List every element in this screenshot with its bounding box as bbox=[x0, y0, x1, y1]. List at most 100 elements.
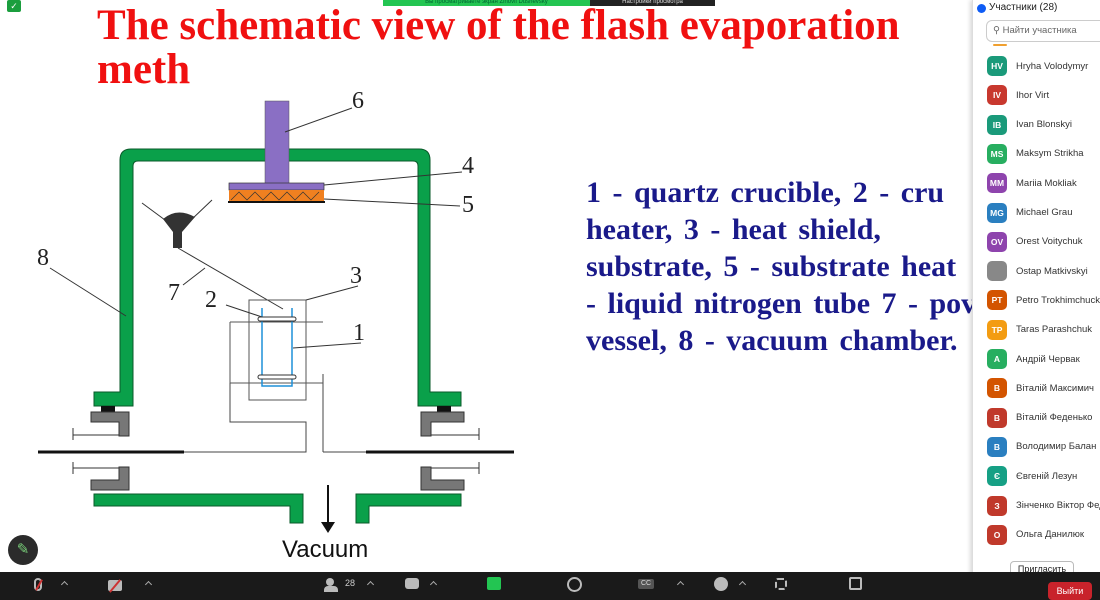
whiteboard-icon[interactable] bbox=[849, 577, 862, 590]
avatar: HV bbox=[987, 56, 1007, 76]
record-icon[interactable] bbox=[567, 577, 582, 592]
label-7: 7 bbox=[168, 280, 180, 306]
share-status: Вы просматриваете экран Zinovii Dushevsk… bbox=[383, 0, 590, 6]
scroll-indicator bbox=[993, 44, 1007, 46]
legend-line: - liquid nitrogen tube 7 - pov bbox=[586, 287, 977, 320]
security-shield-icon[interactable]: ✓ bbox=[7, 0, 21, 12]
participant-name: Віталій Феденько bbox=[1016, 412, 1093, 424]
chat-icon[interactable] bbox=[405, 578, 419, 589]
avatar: В bbox=[987, 378, 1007, 399]
legend-line: 1 - quartz crucible, 2 - cru bbox=[586, 176, 945, 209]
participant-row[interactable]: PT Petro Trokhimchuck bbox=[987, 289, 1100, 311]
label-1: 1 bbox=[353, 320, 365, 346]
participant-name: Petro Trokhimchuck bbox=[1016, 294, 1100, 306]
participants-count: 28 bbox=[345, 578, 356, 588]
search-icon: ⚲ bbox=[993, 25, 1003, 36]
label-6: 6 bbox=[352, 88, 364, 114]
participants-panel: Участники (28) ⚲ Найти участника HV Hryha… bbox=[972, 0, 1100, 588]
chevron-up-icon[interactable] bbox=[60, 580, 69, 589]
participant-row[interactable]: В Володимир Балан bbox=[987, 436, 1096, 458]
avatar: О bbox=[987, 524, 1007, 545]
participant-name: Orest Voitychuk bbox=[1016, 236, 1083, 248]
participants-icon[interactable] bbox=[326, 578, 334, 586]
clamp bbox=[420, 466, 465, 491]
participant-name: Зінченко Віктор Федорович bbox=[1016, 500, 1100, 511]
participant-row[interactable]: TP Taras Parashchuk bbox=[987, 319, 1092, 341]
label-2: 2 bbox=[205, 287, 217, 313]
participant-name: Michael Grau bbox=[1016, 207, 1073, 218]
participant-row[interactable]: MG Michael Grau bbox=[987, 202, 1073, 224]
legend-line: substrate, 5 - substrate heat bbox=[586, 250, 957, 283]
participant-name: Hryha Volodymyr bbox=[1016, 60, 1089, 72]
avatar bbox=[987, 261, 1007, 282]
reactions-icon[interactable] bbox=[714, 577, 728, 591]
chevron-up-icon[interactable] bbox=[738, 580, 747, 589]
leave-button[interactable]: Выйти bbox=[1048, 582, 1092, 600]
legend-line: vessel, 8 - vacuum chamber. bbox=[586, 324, 958, 357]
chevron-up-icon[interactable] bbox=[144, 580, 153, 589]
participant-row[interactable]: Ostap Matkivskyi bbox=[987, 260, 1088, 282]
clamp bbox=[420, 411, 465, 437]
avatar: MG bbox=[987, 202, 1007, 223]
participant-name: Євгеній Лезун bbox=[1016, 470, 1078, 482]
participant-row[interactable]: З Зінченко Віктор Федорович bbox=[987, 495, 1100, 517]
vacuum-label: Vacuum bbox=[282, 536, 368, 563]
share-screen-icon[interactable] bbox=[487, 577, 501, 590]
label-5: 5 bbox=[462, 192, 474, 218]
muted-mic-icon[interactable] bbox=[34, 578, 42, 591]
participant-row[interactable]: А Андрій Червак bbox=[987, 348, 1080, 370]
avatar: З bbox=[987, 495, 1007, 516]
participant-name: Ihor Virt bbox=[1016, 89, 1050, 101]
avatar: TP bbox=[987, 319, 1007, 340]
clamp bbox=[90, 466, 130, 491]
participant-row[interactable]: HV Hryha Volodymyr bbox=[987, 55, 1088, 77]
participant-row[interactable]: MM Mariia Mokliak bbox=[987, 172, 1077, 194]
participant-row[interactable]: Є Євгеній Лезун bbox=[987, 465, 1077, 487]
powder-vessel bbox=[163, 212, 195, 248]
avatar: Є bbox=[987, 466, 1007, 487]
participant-name: Андрій Червак bbox=[1016, 353, 1080, 365]
participants-header: Участники (28) bbox=[989, 2, 1058, 13]
chevron-up-icon[interactable] bbox=[676, 580, 685, 589]
avatar: В bbox=[987, 407, 1007, 428]
screen-share-banner: Вы просматриваете экран Zinovii Dushevsk… bbox=[383, 0, 715, 6]
clamp bbox=[90, 411, 130, 437]
legend-line: heater, 3 - heat shield, bbox=[586, 213, 881, 246]
participant-row[interactable]: В Віталій Феденько bbox=[987, 407, 1092, 429]
participant-search-input[interactable]: ⚲ Найти участника bbox=[986, 20, 1100, 42]
view-options-button[interactable]: Настройки просмотра bbox=[590, 0, 715, 6]
participant-name: Віталій Максимич bbox=[1016, 382, 1094, 394]
avatar: PT bbox=[987, 290, 1007, 311]
chevron-up-icon[interactable] bbox=[429, 580, 438, 589]
panel-menu-icon[interactable] bbox=[977, 3, 986, 13]
captions-icon[interactable]: CC bbox=[638, 579, 655, 589]
participant-name: Ostap Matkivskyi bbox=[1016, 265, 1088, 277]
meeting-toolbar: 28 CC Выйти bbox=[0, 572, 1100, 600]
label-4: 4 bbox=[462, 153, 474, 179]
label-3: 3 bbox=[350, 263, 362, 289]
avatar: А bbox=[987, 349, 1007, 369]
participant-row[interactable]: IB Ivan Blonskyi bbox=[987, 114, 1072, 136]
participant-name: Taras Parashchuk bbox=[1016, 324, 1093, 336]
apps-icon[interactable] bbox=[775, 578, 787, 590]
participant-row[interactable]: О Ольга Данилюк bbox=[987, 524, 1084, 546]
participant-name: Володимир Балан bbox=[1016, 441, 1097, 453]
participant-name: Ivan Blonskyi bbox=[1016, 119, 1072, 131]
slide-title: The schematic view of the flash evaporat… bbox=[97, 2, 900, 93]
participant-row[interactable]: В Віталій Максимич bbox=[987, 377, 1094, 399]
chevron-up-icon[interactable] bbox=[366, 580, 375, 589]
participant-name: Mariia Mokliak bbox=[1016, 177, 1077, 189]
substrate-heater bbox=[229, 190, 324, 201]
participant-name: Ольга Данилюк bbox=[1016, 529, 1085, 541]
avatar: MM bbox=[987, 173, 1007, 194]
avatar: IV bbox=[987, 85, 1007, 106]
participant-row[interactable]: IV Ihor Virt bbox=[987, 84, 1049, 106]
avatar: MS bbox=[987, 143, 1007, 164]
avatar: В bbox=[987, 436, 1007, 457]
annotate-pen-icon[interactable]: ✎ bbox=[8, 535, 38, 565]
participant-name: Maksym Strikha bbox=[1016, 148, 1084, 160]
vacuum-chamber bbox=[93, 148, 462, 407]
participant-row[interactable]: MS Maksym Strikha bbox=[987, 143, 1084, 165]
avatar: IB bbox=[987, 114, 1007, 135]
